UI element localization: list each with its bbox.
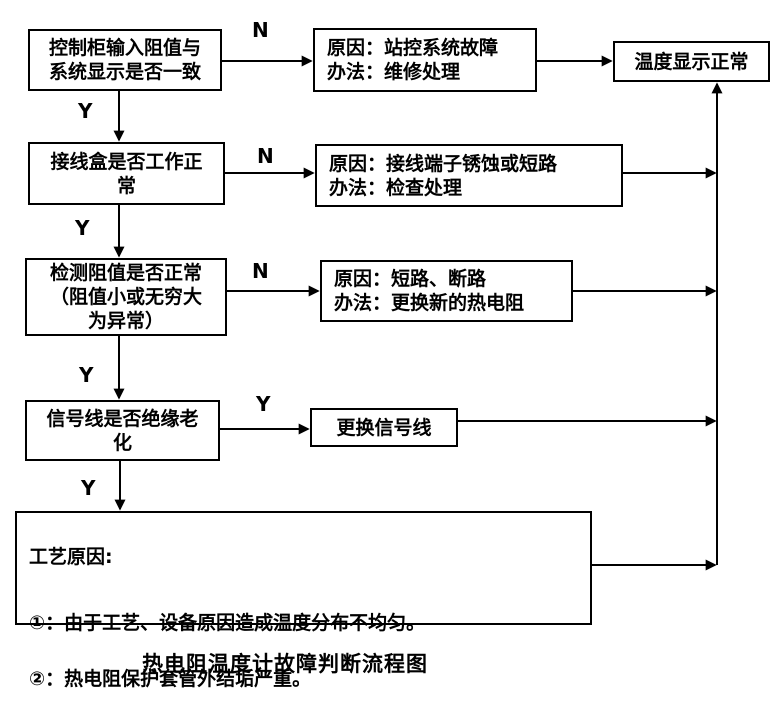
process-reasons-title: 工艺原因: [29,546,113,568]
decision-signal-line-insulation-aging: 信号线是否绝缘老 化 [25,400,220,461]
process-reasons-box: 工艺原因: ①：由于工艺、设备原因造成温度分布不均匀。 ②：热电阻保护套管外结垢… [15,511,592,690]
action-replace-signal-line: 更换信号线 [310,408,458,447]
decision-input-resistance-match: 控制柜输入阻值与 系统显示是否一致 [28,29,222,91]
result-temperature-display-normal: 温度显示正常 [613,41,770,82]
edge-label-d4-yes-right: Y [256,392,271,416]
cause-terminal-corrosion-short: 原因：接线端子锈蚀或短路 办法：检查处理 [315,144,623,207]
edge-label-d2-no: N [257,144,274,168]
cause-station-control-fault: 原因：站控系统故障 办法：维修处理 [313,28,537,92]
cause-short-or-open-circuit: 原因：短路、断路 办法：更换新的热电阻 [320,260,573,322]
edge-label-d3-no: N [252,259,269,283]
decision-junction-box-working: 接线盒是否工作正 常 [28,142,225,205]
process-reason-item-1: ①：由于工艺、设备原因造成温度分布不均匀。 [29,612,426,634]
edge-label-d4-yes-down: Y [81,476,96,500]
edge-label-d3-yes: Y [79,363,94,387]
decision-resistance-value-normal: 检测阻值是否正常 （阻值小或无穷大 为异常） [25,258,227,336]
edge-label-d1-yes: Y [78,99,93,123]
process-reason-item-2: ②：热电阻保护套管外结垢严重。 [29,668,312,690]
flowchart-caption: 热电阻温度计故障判断流程图 [142,652,428,676]
edge-label-d1-no: N [252,18,269,42]
edge-label-d2-yes: Y [75,216,90,240]
